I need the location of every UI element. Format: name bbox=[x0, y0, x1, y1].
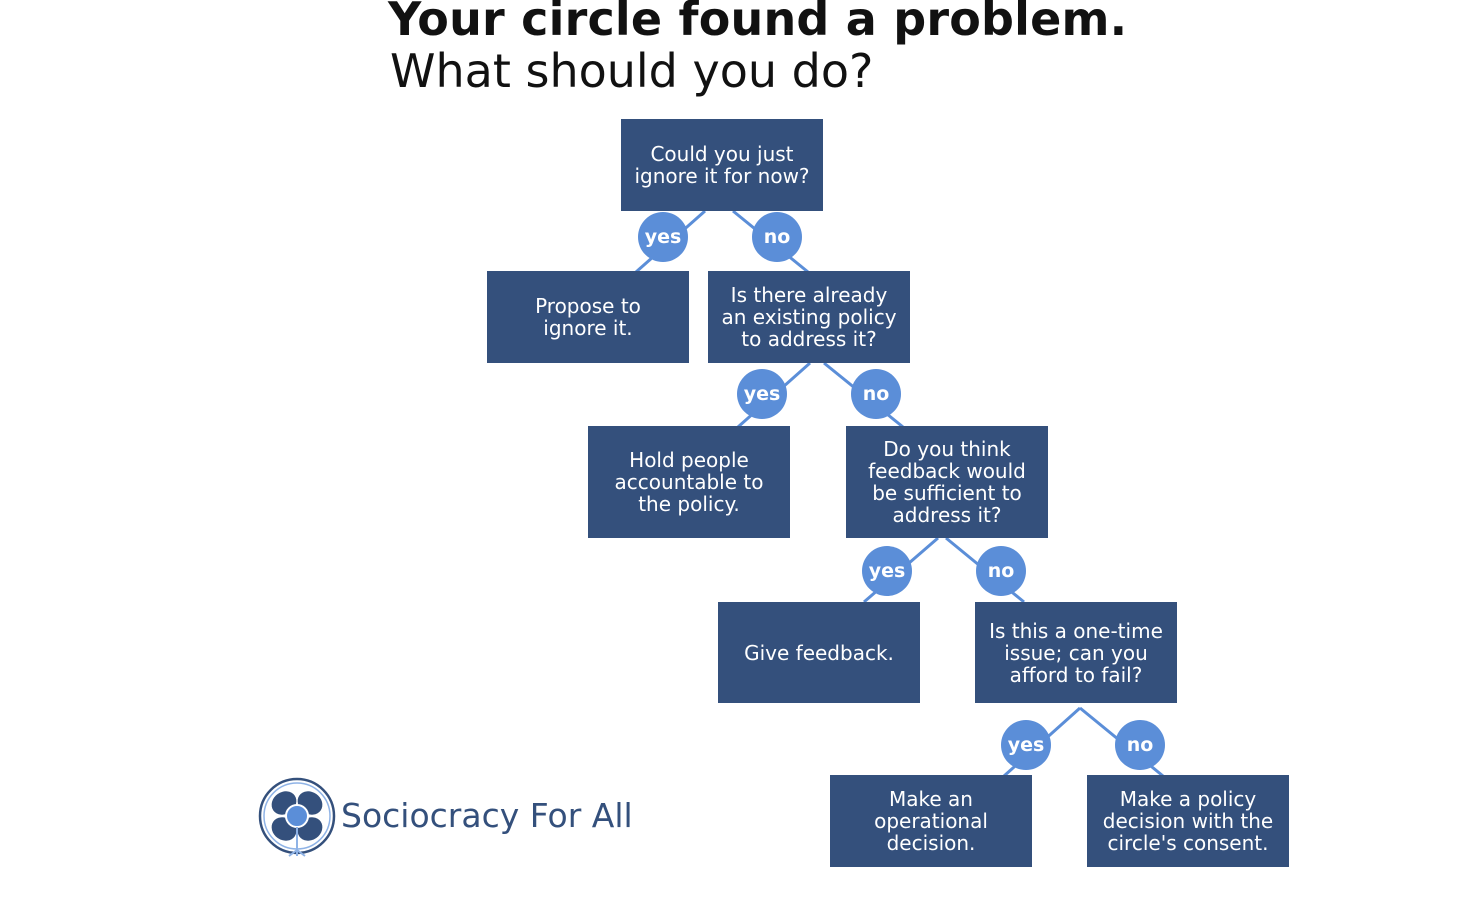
answer-policy-decision: Make a policy decision with the circle's… bbox=[1087, 775, 1289, 867]
answer-give-feedback: Give feedback. bbox=[718, 602, 920, 703]
no-badge: no bbox=[976, 546, 1026, 596]
no-badge: no bbox=[1115, 720, 1165, 770]
answer-operational-decision: Make an operational decision. bbox=[830, 775, 1032, 867]
answer-propose-ignore: Propose to ignore it. bbox=[487, 271, 689, 363]
question-ignore: Could you just ignore it for now? bbox=[621, 119, 823, 211]
question-feedback-sufficient: Do you think feedback would be sufficien… bbox=[846, 426, 1048, 538]
no-badge: no bbox=[752, 212, 802, 262]
no-badge: no bbox=[851, 369, 901, 419]
yes-badge: yes bbox=[862, 546, 912, 596]
question-one-time-issue: Is this a one-time issue; can you afford… bbox=[975, 602, 1177, 703]
question-existing-policy: Is there already an existing policy to a… bbox=[708, 271, 910, 363]
yes-badge: yes bbox=[737, 369, 787, 419]
sociocracy-logo-icon bbox=[258, 777, 336, 857]
logo-text: Sociocracy For All bbox=[341, 796, 633, 835]
answer-hold-accountable: Hold people accountable to the policy. bbox=[588, 426, 790, 538]
yes-badge: yes bbox=[638, 212, 688, 262]
page-title: Your circle found a problem. bbox=[388, 0, 1128, 46]
yes-badge: yes bbox=[1001, 720, 1051, 770]
page-subtitle: What should you do? bbox=[390, 44, 874, 98]
